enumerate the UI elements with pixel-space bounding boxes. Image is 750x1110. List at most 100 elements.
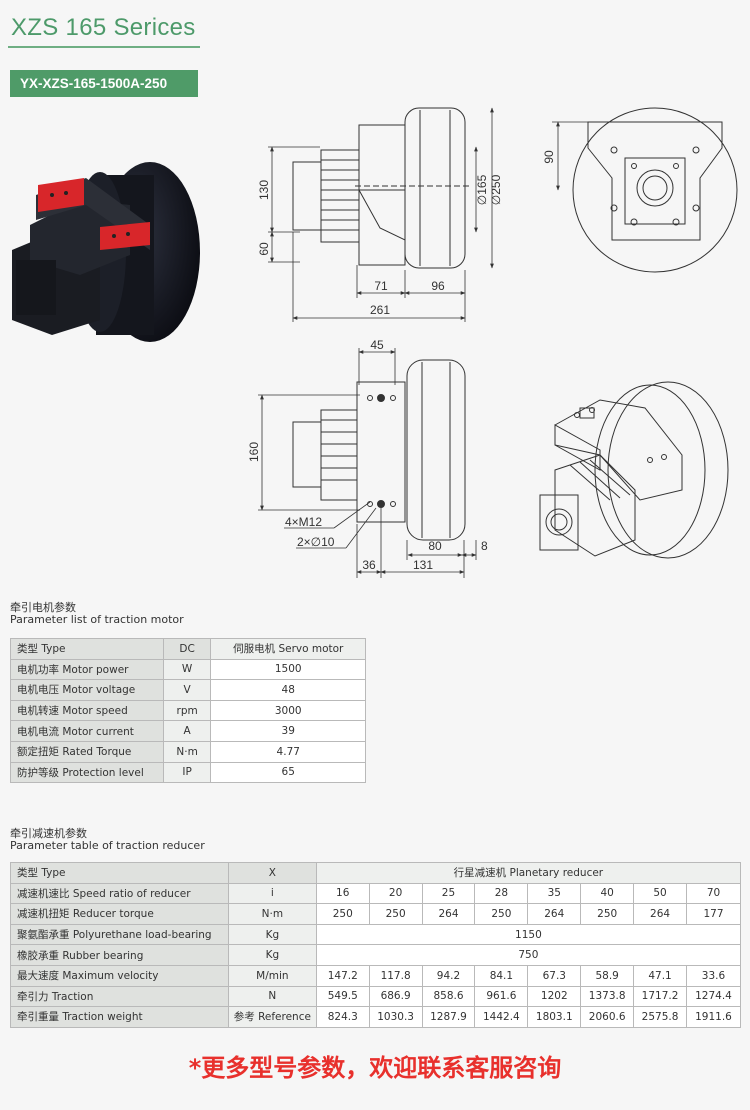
title-underline — [8, 46, 200, 48]
param-value: 65 — [210, 761, 366, 784]
dim-60: 60 — [257, 242, 271, 256]
param-value: 264 — [633, 903, 687, 925]
param-value: 1030.3 — [368, 1006, 423, 1028]
motor-section-title-en: Parameter list of traction motor — [10, 613, 184, 626]
param-label: 聚氨酯承重 Polyurethane load-bearing — [10, 923, 229, 946]
param-value: 1500 — [210, 658, 366, 681]
param-label: 牵引力 Traction — [10, 985, 229, 1008]
dim-90: 90 — [542, 150, 556, 164]
dim-165: ∅165 — [475, 174, 489, 205]
side-view-drawing — [292, 107, 470, 269]
param-value: 117.8 — [368, 964, 423, 987]
param-label: 电机转速 Motor speed — [10, 699, 164, 722]
product-photo-drive-unit — [12, 162, 200, 342]
param-unit: A — [162, 720, 212, 742]
param-value: 3000 — [210, 699, 366, 722]
param-value: 264 — [527, 903, 582, 925]
isometric-drawing — [539, 381, 729, 559]
param-unit: rpm — [162, 699, 212, 722]
param-value: 39 — [210, 720, 366, 742]
param-unit: Kg — [227, 944, 317, 966]
param-value: 1202 — [527, 985, 582, 1008]
param-value: 58.9 — [580, 964, 635, 987]
mount-block-side — [100, 222, 150, 250]
dim-96: 96 — [431, 279, 445, 293]
front-view-drawing — [572, 107, 738, 273]
series-title: XZS 165 Serices — [11, 14, 196, 41]
param-value: 16 — [315, 882, 370, 905]
param-value: 264 — [421, 903, 476, 925]
dim-36: 36 — [362, 558, 376, 572]
param-label: 橡胶承重 Rubber bearing — [10, 944, 229, 966]
dim-bolt-4xM12: 4×M12 — [285, 515, 322, 529]
param-value: 20 — [368, 882, 423, 905]
param-value: 824.3 — [315, 1006, 370, 1028]
motor-section-title-cn: 牵引电机参数 — [10, 601, 76, 614]
param-value: 48 — [210, 679, 366, 701]
param-value: 1911.6 — [686, 1006, 741, 1028]
param-unit: M/min — [227, 964, 317, 987]
param-unit: N·m — [162, 740, 212, 763]
param-label: 类型 Type — [10, 862, 229, 884]
param-value: 94.2 — [421, 964, 476, 987]
param-value: 961.6 — [474, 985, 529, 1008]
param-value: 35 — [527, 882, 582, 905]
param-unit: IP — [162, 761, 212, 784]
dim-261: 261 — [370, 303, 390, 317]
dim-71: 71 — [374, 279, 388, 293]
param-value: 250 — [580, 903, 635, 925]
param-value: 50 — [633, 882, 687, 905]
param-unit: i — [227, 882, 317, 905]
dim-160: 160 — [247, 442, 261, 462]
param-value: 2575.8 — [633, 1006, 687, 1028]
param-unit: X — [227, 862, 317, 884]
dim-45: 45 — [370, 338, 384, 352]
dim-pin-2xd10: 2×∅10 — [297, 535, 335, 549]
param-value: 750 — [315, 944, 742, 966]
param-label: 防护等级 Protection level — [10, 761, 164, 784]
param-value: 858.6 — [421, 985, 476, 1008]
param-unit: N — [227, 985, 317, 1008]
dim-250: ∅250 — [489, 174, 503, 205]
param-value: 549.5 — [315, 985, 370, 1008]
param-label: 减速机速比 Speed ratio of reducer — [10, 882, 229, 905]
param-unit: V — [162, 679, 212, 701]
param-value: 250 — [315, 903, 370, 925]
param-value: 1287.9 — [421, 1006, 476, 1028]
param-label: 牵引重量 Traction weight — [10, 1006, 229, 1028]
dim-8: 8 — [481, 539, 488, 553]
param-label: 最大速度 Maximum velocity — [10, 964, 229, 987]
param-value: 84.1 — [474, 964, 529, 987]
param-value: 40 — [580, 882, 635, 905]
param-value: 行星减速机 Planetary reducer — [315, 862, 742, 884]
param-label: 额定扭矩 Rated Torque — [10, 740, 164, 763]
param-value: 177 — [686, 903, 741, 925]
param-label: 电机功率 Motor power — [10, 658, 164, 681]
param-value: 250 — [474, 903, 529, 925]
param-value: 1803.1 — [527, 1006, 582, 1028]
param-unit: 参考 Reference — [227, 1006, 317, 1028]
param-value: 28 — [474, 882, 529, 905]
param-value: 47.1 — [633, 964, 687, 987]
top-view-drawing — [292, 359, 466, 541]
param-label: 类型 Type — [10, 638, 164, 660]
reducer-section-title-cn: 牵引减速机参数 — [10, 827, 87, 840]
dim-80: 80 — [428, 539, 442, 553]
param-unit: W — [162, 658, 212, 681]
param-value: 1717.2 — [633, 985, 687, 1008]
param-value: 伺服电机 Servo motor — [210, 638, 366, 660]
footer-contact-note: *更多型号参数，欢迎联系客服咨询 — [188, 1054, 562, 1082]
param-value: 250 — [368, 903, 423, 925]
